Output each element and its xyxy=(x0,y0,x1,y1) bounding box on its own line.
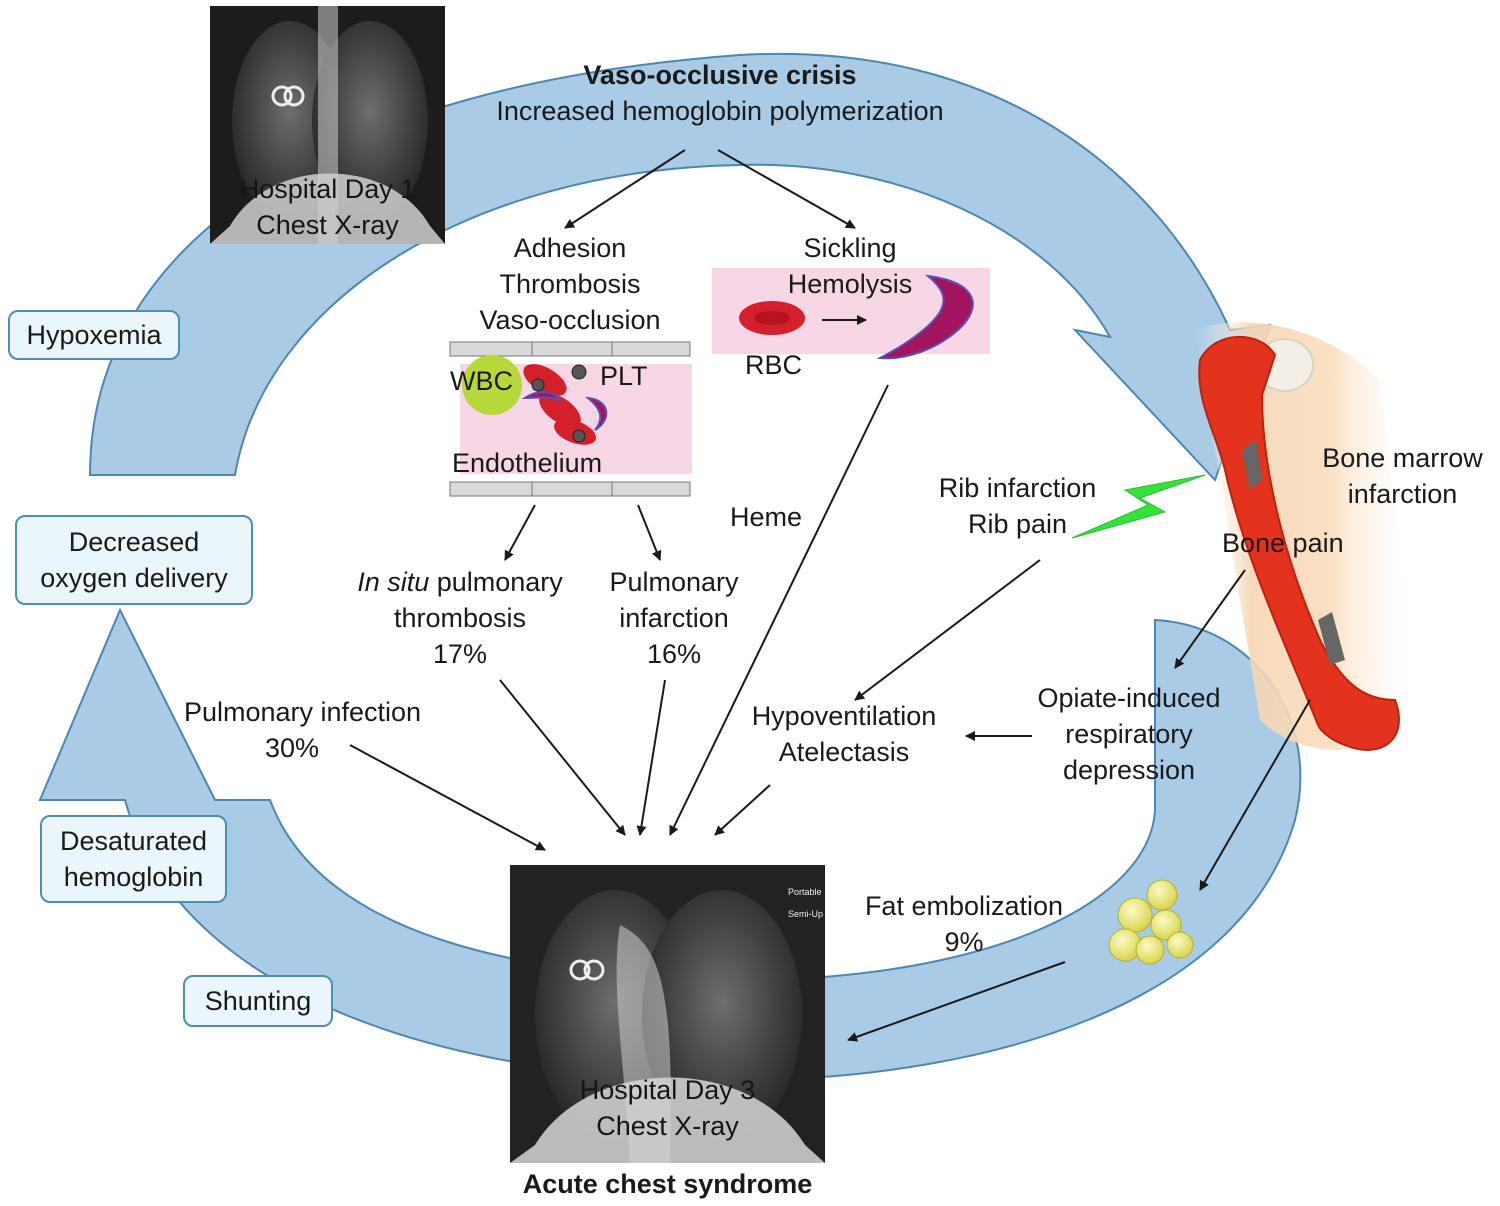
opiate-label-3: depression xyxy=(1062,755,1196,785)
rib-label-group: Rib infarction Rib pain xyxy=(920,470,1115,542)
in-situ-thrombosis-group: In situ pulmonary thrombosis 17% xyxy=(335,564,585,672)
chest-xray-image xyxy=(510,865,825,1163)
pulmonary-infarction-group: Pulmonary infarction 16% xyxy=(595,564,753,672)
atelectasis-label: Atelectasis xyxy=(778,737,910,767)
arrow-to-infarction xyxy=(637,504,662,561)
hypoventilation-group: Hypoventilation Atelectasis xyxy=(735,698,953,770)
arrow-to-thrombosis xyxy=(504,504,536,561)
arrow-infection-to-acs xyxy=(349,744,546,851)
pulmonary-word: pulmonary xyxy=(429,567,563,597)
cycle-arrow-bottom xyxy=(38,607,1302,1082)
shunting-box: Shunting xyxy=(183,975,333,1027)
bone-marrow-label-1: Bone marrow xyxy=(1322,443,1483,473)
bone-marrow-label-group: Bone marrow infarction xyxy=(1305,440,1500,512)
arrow-vaso-to-adhesion xyxy=(564,149,686,229)
chest-xray-image xyxy=(210,6,445,244)
pulmonary-infarction-percent: 16% xyxy=(646,639,702,669)
desaturated-label-2: hemoglobin xyxy=(63,862,204,892)
xray-marker-semi-up: Semi-Up xyxy=(788,909,824,919)
arrow-heme-to-acs xyxy=(669,384,889,836)
hypoxemia-box: Hypoxemia xyxy=(8,310,180,360)
hypoxemia-label: Hypoxemia xyxy=(26,320,162,350)
vaso-occlusion-label: Vaso-occlusion xyxy=(479,305,661,335)
fat-embolization-group: Fat embolization 9% xyxy=(848,888,1080,960)
xray-day1-caption: Hospital Day 1 Chest X-ray xyxy=(210,171,445,243)
in-situ-line: In situ pulmonary xyxy=(335,564,585,600)
arrow-rib-to-hypo xyxy=(854,559,1041,701)
pulmonary-infection-label: Pulmonary infection xyxy=(183,697,422,727)
xray-day3-line2: Chest X-ray xyxy=(596,1111,739,1141)
opiate-label-2: respiratory xyxy=(1065,719,1193,749)
desaturated-hemoglobin-box: Desaturated hemoglobin xyxy=(40,815,227,903)
sickling-label: Sickling xyxy=(803,233,897,263)
hypoventilation-label: Hypoventilation xyxy=(751,701,937,731)
arrow-hypo-to-acs xyxy=(714,784,771,836)
arrow-fat-to-acs xyxy=(847,961,1066,1042)
in-situ-italic: In situ xyxy=(357,567,430,597)
thrombosis-label: Thrombosis xyxy=(499,269,641,299)
wbc-label: WBC xyxy=(450,366,513,396)
arrow-bone-to-fat xyxy=(1199,699,1311,891)
pulmonary-infection-percent: 30% xyxy=(265,733,320,763)
plt-label: PLT xyxy=(600,361,648,391)
adhesion-label-group: Adhesion Thrombosis Vaso-occlusion xyxy=(440,230,700,338)
fat-globule-icon xyxy=(1108,879,1194,965)
xray-day1-line1: Hospital Day 1 xyxy=(239,174,416,204)
pulmonary-infarction-label-2: infarction xyxy=(619,603,729,633)
chest-xray-day1: Hospital Day 1 Chest X-ray xyxy=(210,6,445,244)
xray-day3-line1: Hospital Day 3 xyxy=(579,1075,756,1105)
rbc-label: RBC xyxy=(745,350,803,380)
platelet-icon xyxy=(571,364,587,380)
arrow-vaso-to-sickling xyxy=(717,149,856,229)
acute-chest-syndrome-title: Acute chest syndrome xyxy=(522,1169,813,1199)
arrow-thrombosis-to-acs xyxy=(499,679,626,836)
thrombosis-word: thrombosis xyxy=(393,603,527,633)
endothelium-label: Endothelium xyxy=(452,448,603,478)
fat-embolization-percent: 9% xyxy=(944,927,984,957)
femur-bone-icon xyxy=(1195,322,1420,751)
arrow-bonepain-to-opiate xyxy=(1174,569,1246,669)
xray-day1-line2: Chest X-ray xyxy=(256,210,399,240)
lightning-bolt-icon xyxy=(1071,474,1206,539)
pulmonary-infection-group: Pulmonary infection 30% xyxy=(160,694,445,766)
fat-embolization-label: Fat embolization xyxy=(864,891,1064,921)
decreased-label-2: oxygen delivery xyxy=(40,563,228,593)
xray-day3-caption: Hospital Day 3 Chest X-ray xyxy=(510,1072,825,1144)
vessel-panel xyxy=(449,341,692,497)
white-blood-cell-icon xyxy=(462,355,522,415)
rib-pain-label: Rib pain xyxy=(967,509,1068,539)
chest-xray-day3: Portable Semi-Up Hospital Day 3 Chest X-… xyxy=(510,865,825,1163)
vaso-occlusive-title: Vaso-occlusive crisis xyxy=(583,60,857,90)
heme-label: Heme xyxy=(730,502,803,532)
thrombosis-percent: 17% xyxy=(432,639,488,669)
bone-marrow-label-2: infarction xyxy=(1347,479,1458,509)
opiate-group: Opiate-induced respiratory depression xyxy=(1018,680,1240,788)
arrow-infarction-to-acs xyxy=(636,679,666,836)
rib-infarction-label: Rib infarction xyxy=(938,473,1097,503)
adhesion-label: Adhesion xyxy=(513,233,627,263)
decreased-label-1: Decreased xyxy=(68,527,200,557)
sickling-panel xyxy=(712,268,990,360)
sickle-cell-icon xyxy=(876,274,974,360)
vaso-occlusive-subtitle: Increased hemoglobin polymerization xyxy=(496,96,944,126)
xray-marker-portable: Portable xyxy=(788,887,822,897)
opiate-label-1: Opiate-induced xyxy=(1037,683,1221,713)
arrows xyxy=(349,149,1311,1042)
vaso-occlusive-heading: Vaso-occlusive crisis Increased hemoglob… xyxy=(420,57,1020,129)
decreased-oxygen-delivery-box: Decreased oxygen delivery xyxy=(15,515,253,605)
sickling-label-group: Sickling Hemolysis xyxy=(760,230,940,302)
bone-pain-label: Bone pain xyxy=(1222,528,1344,558)
pulmonary-infarction-label-1: Pulmonary xyxy=(609,567,739,597)
hemolysis-label: Hemolysis xyxy=(787,269,913,299)
desaturated-label-1: Desaturated xyxy=(59,826,208,856)
shunting-label: Shunting xyxy=(204,986,312,1016)
